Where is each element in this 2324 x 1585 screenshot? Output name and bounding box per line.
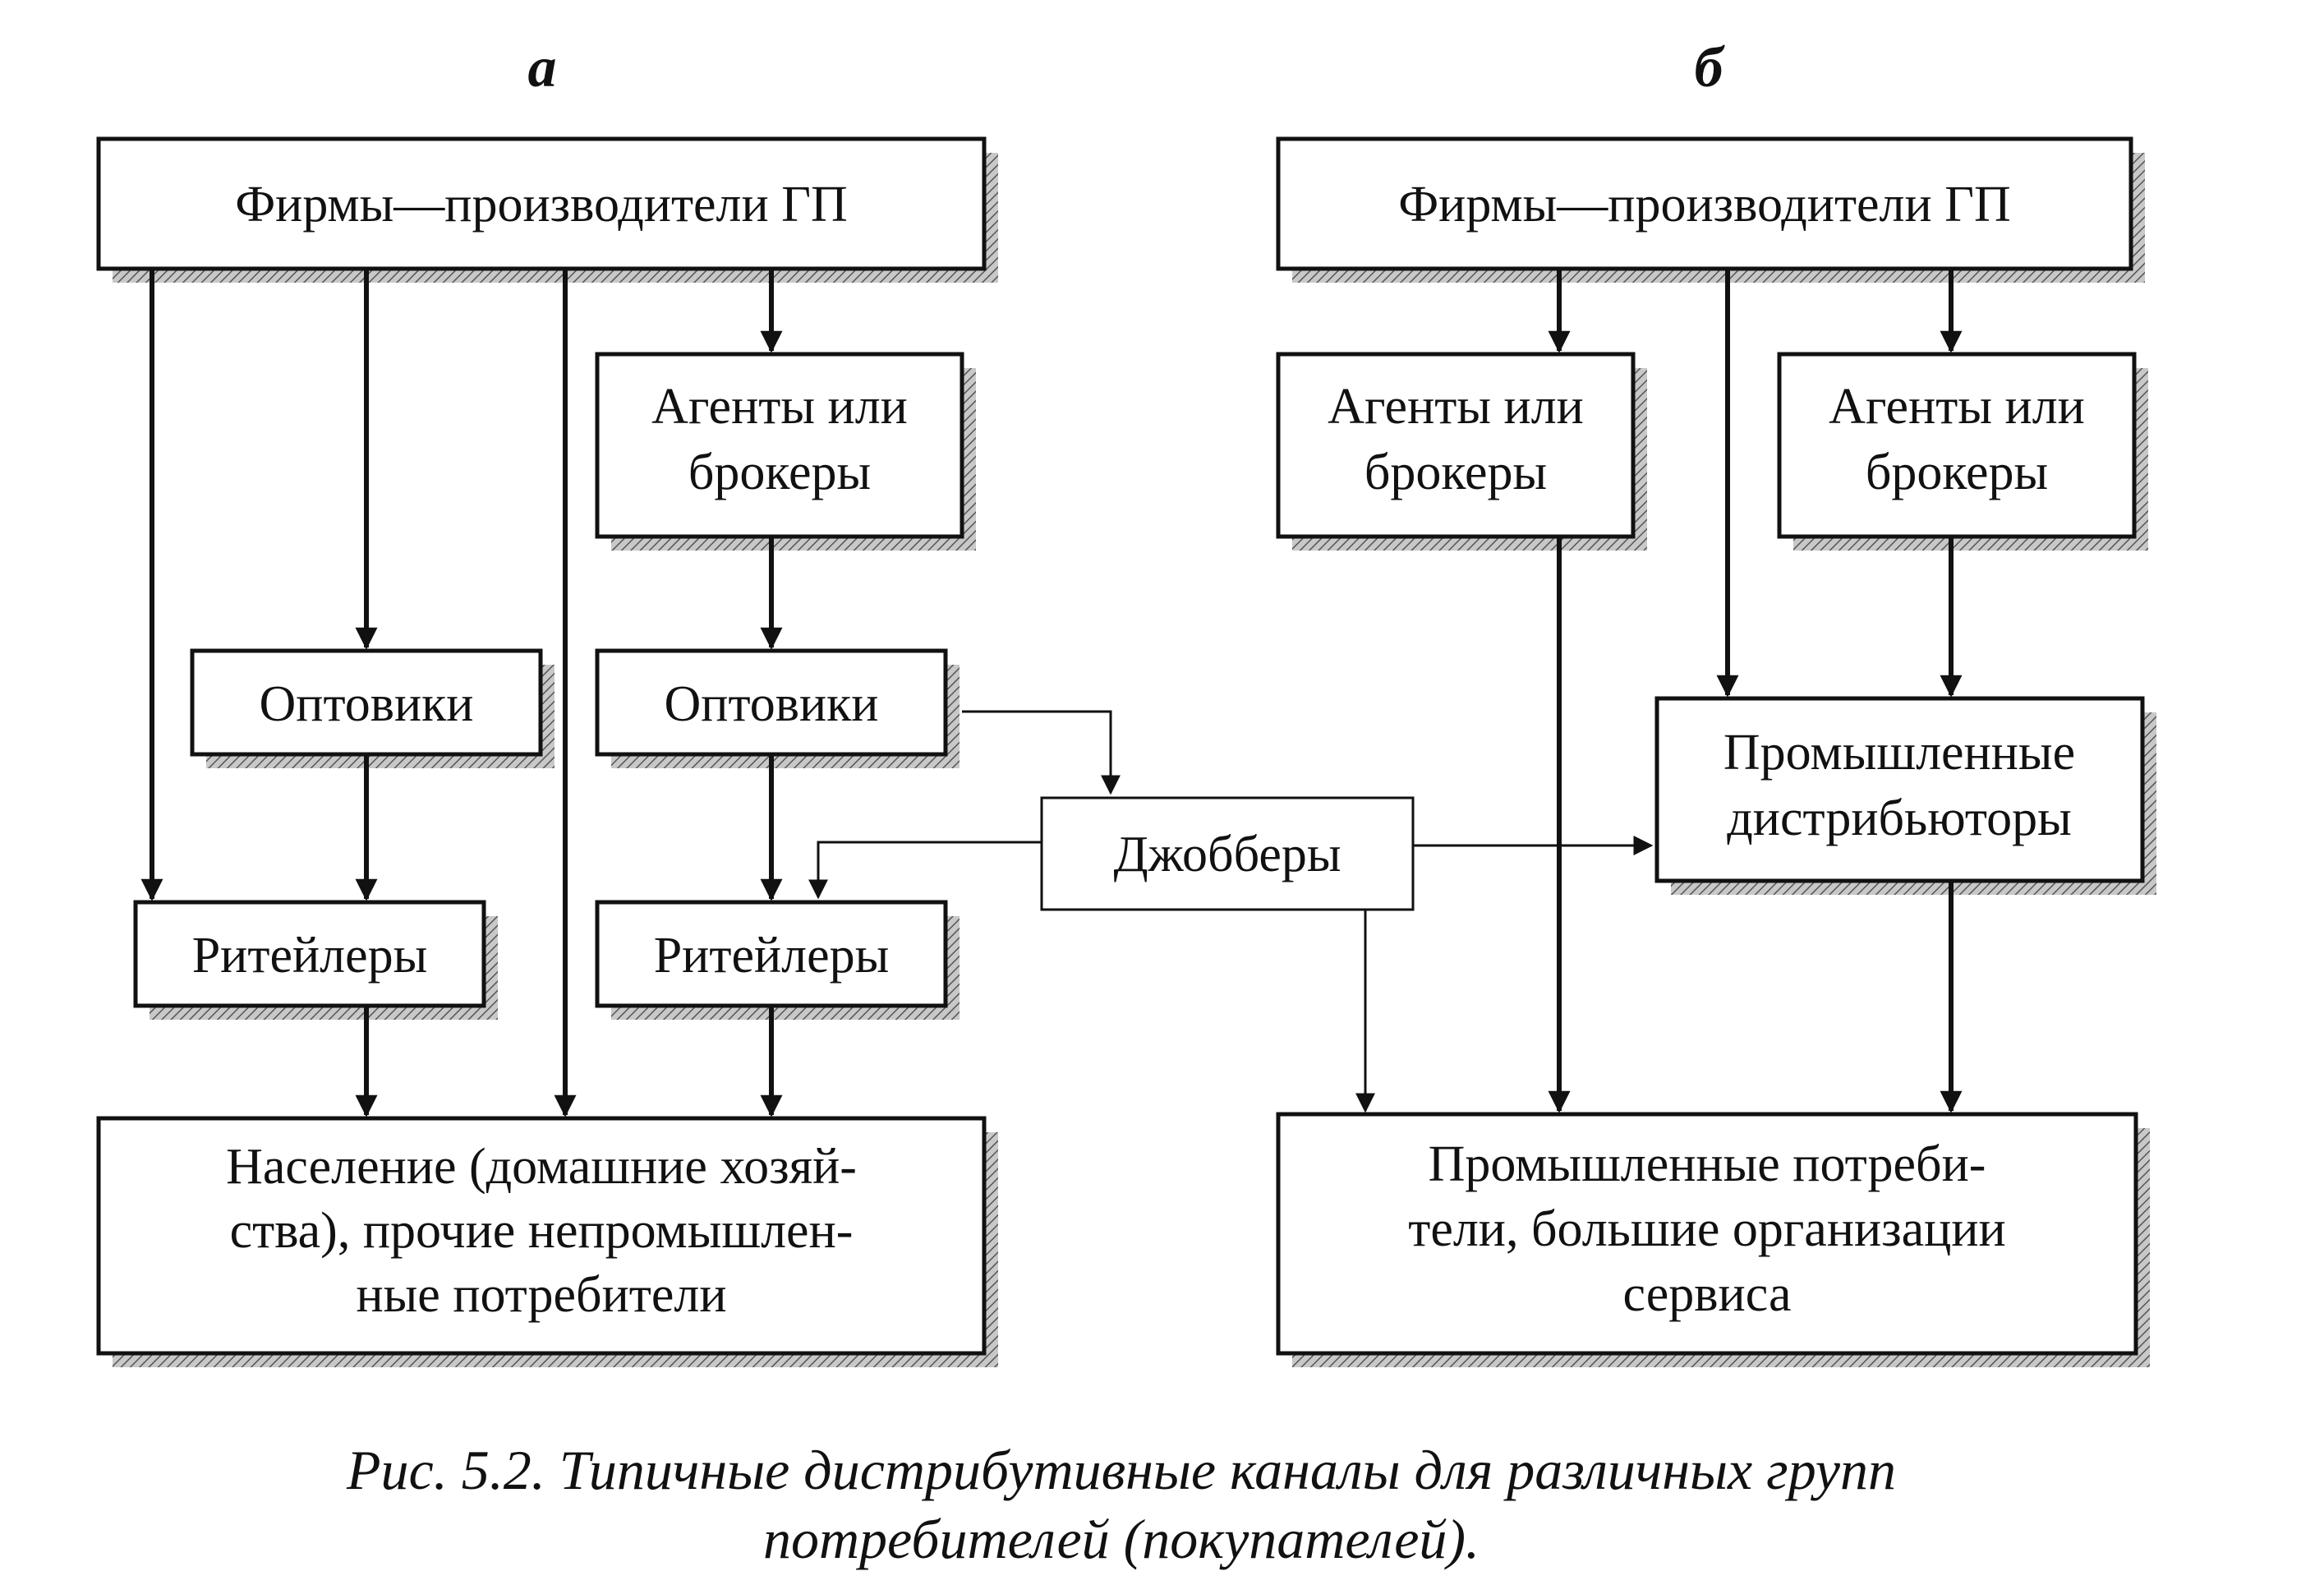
left-consumers-box: Население (домашние хозяй- ства), прочие… bbox=[96, 1116, 998, 1367]
right-producers-label: Фирмы—производители ГП bbox=[1398, 177, 2011, 233]
figure-caption-line-1: Рис. 5.2. Типичные дистрибутивные каналы… bbox=[346, 1439, 1896, 1501]
left-retailers-1-label: Ритейлеры bbox=[192, 928, 428, 984]
right-producers-box: Фирмы—производители ГП bbox=[1276, 136, 2145, 283]
arrow-jobbers-to-retailers-2 bbox=[808, 841, 1042, 900]
right-agents-1-line-2: брокеры bbox=[1364, 445, 1547, 500]
left-agents-line-2: брокеры bbox=[688, 445, 871, 500]
right-consumers-line-3: сервиса bbox=[1622, 1266, 1791, 1322]
jobbers-label: Джобберы bbox=[1113, 827, 1341, 882]
right-agents-1-box: Агенты или брокеры bbox=[1276, 352, 1647, 551]
left-agents-line-1: Агенты или bbox=[651, 379, 908, 435]
arrow-wholesalers-2-to-jobbers bbox=[962, 710, 1121, 795]
right-distributors-line-2: дистрибьюторы bbox=[1727, 790, 2072, 846]
left-retailers-1-box: Ритейлеры bbox=[133, 900, 498, 1020]
left-wholesalers-2-label: Оптовики bbox=[665, 676, 879, 732]
left-producers-label: Фирмы—производители ГП bbox=[235, 177, 848, 233]
left-consumers-line-3: ные потребители bbox=[356, 1267, 726, 1323]
left-wholesalers-2-box: Оптовики bbox=[595, 648, 960, 768]
panel-label-a: а bbox=[528, 36, 557, 99]
jobbers-box: Джобберы bbox=[1040, 796, 1415, 911]
right-distributors-box: Промышленные дистрибьюторы bbox=[1654, 696, 2156, 895]
right-consumers-box: Промышленные потреби- тели, большие орга… bbox=[1276, 1112, 2150, 1367]
right-agents-2-line-2: брокеры bbox=[1866, 445, 2048, 500]
panel-label-b: б bbox=[1695, 36, 1726, 99]
left-consumers-line-1: Население (домашние хозяй- bbox=[226, 1139, 857, 1195]
right-consumers-line-2: тели, большие организации bbox=[1408, 1201, 2005, 1257]
left-agents-box: Агенты или брокеры bbox=[595, 352, 976, 551]
left-wholesalers-1-box: Оптовики bbox=[190, 648, 555, 768]
left-retailers-2-label: Ритейлеры bbox=[654, 928, 890, 984]
figure-caption-line-2: потребителей (покупателей). bbox=[763, 1508, 1480, 1570]
left-consumers-line-2: ства), прочие непромышлен- bbox=[230, 1203, 854, 1259]
left-retailers-2-box: Ритейлеры bbox=[595, 900, 960, 1020]
right-distributors-line-1: Промышленные bbox=[1723, 725, 2075, 781]
right-agents-2-box: Агенты или брокеры bbox=[1777, 352, 2148, 551]
right-agents-2-line-1: Агенты или bbox=[1829, 379, 2085, 435]
right-consumers-line-1: Промышленные потреби- bbox=[1429, 1136, 1986, 1192]
left-producers-box: Фирмы—производители ГП bbox=[96, 136, 998, 283]
right-agents-1-line-1: Агенты или bbox=[1328, 379, 1584, 435]
left-wholesalers-1-label: Оптовики bbox=[260, 676, 474, 732]
